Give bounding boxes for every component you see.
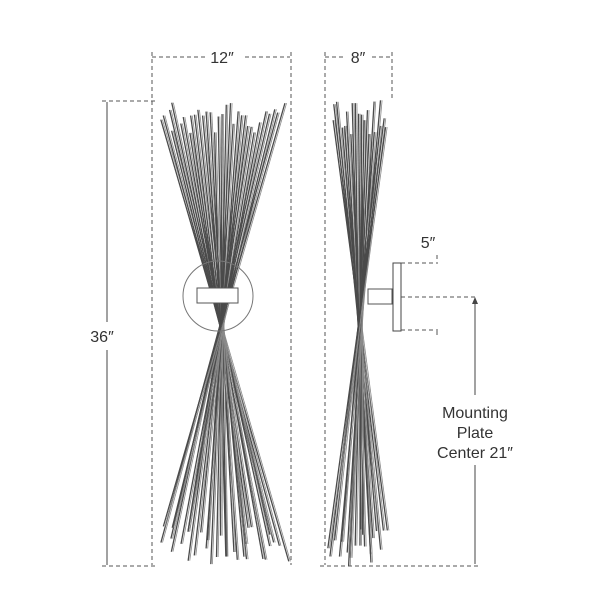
rod (164, 103, 287, 527)
mounting-center-dimension: Mounting Plate Center 21″ (401, 296, 513, 564)
plate-height-label: 5″ (421, 235, 436, 252)
side-view-rods (327, 100, 390, 566)
height-dimension: 36″ (90, 100, 480, 567)
depth-dimension: 8″ (324, 50, 393, 565)
front-canopy-circle (182, 260, 254, 332)
front-view-rods (160, 102, 291, 565)
rod (329, 127, 388, 549)
plate-dimension: 5″ (401, 235, 438, 338)
rod (189, 132, 257, 532)
rod (327, 127, 387, 549)
mounting-label-line2: Plate (457, 425, 494, 442)
depth-label: 8″ (351, 50, 366, 67)
rod (162, 102, 286, 527)
mounting-label-line1: Mounting (442, 405, 508, 422)
side-center-band (367, 288, 393, 305)
width-label: 12″ (210, 50, 234, 67)
width-dimension: 12″ (151, 50, 292, 565)
rod (160, 112, 279, 543)
front-center-band (196, 287, 239, 304)
mounting-plate (392, 262, 402, 332)
mounting-label-line3: Center 21″ (437, 445, 513, 462)
height-label: 36″ (90, 329, 114, 346)
